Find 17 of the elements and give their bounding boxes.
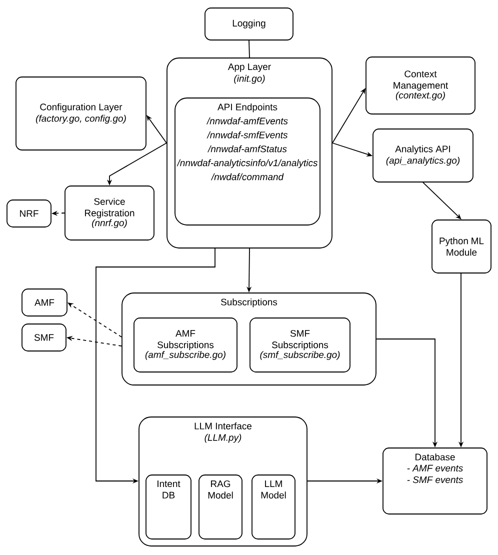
process-box: SMF Subscriptions (smf_subscribe.go) [250,318,350,372]
external-box: SMF [22,324,66,352]
external-box: NRF [6,200,52,228]
connector-line [248,40,250,58]
process-box: Logging [204,8,294,40]
process-box: Service Registration (nnrf.go) [64,186,154,240]
process-box: Analytics API (api_analytics.go) [372,128,474,182]
component-box: Intent DB [146,474,192,540]
process-box: Configuration Layer (factory.go, config.go) [16,76,146,150]
process-box: AMF Subscriptions (amf_subscribe.go) [134,318,238,372]
component-box: RAG Model [198,474,242,540]
external-box: AMF [22,288,68,316]
module-box: Python ML Module [432,220,492,274]
component-box: LLM Model [252,474,296,540]
database-box: Database - AMF events - SMF events [382,448,488,514]
endpoint-box: API Endpoints /nnwdaf-amfEvents /nnwdaf-smfEvents /nnwdaf-amfStatus /nnwdaf-analyticsinfo/v1/analytics /nwdaf/command [174,98,320,226]
process-box: Context Management (context.go) [366,56,476,114]
